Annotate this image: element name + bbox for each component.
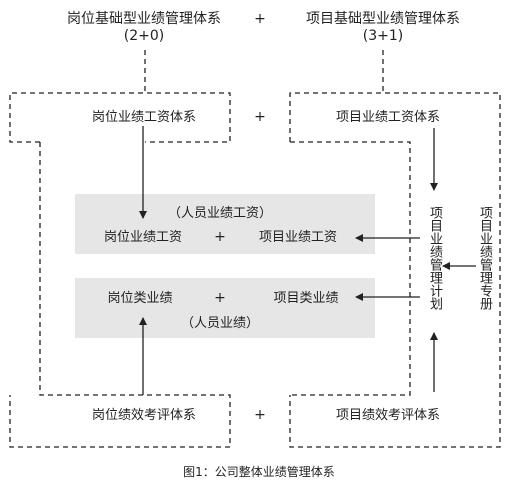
top-plus-sign: +: [254, 11, 266, 27]
performance-box-right-label: 项目类业绩: [273, 291, 339, 306]
right-evaluation-system-label: 项目绩效考评体系: [335, 408, 440, 423]
wage-box-left-label: 岗位业绩工资: [103, 230, 182, 245]
right-top-subtitle: (3+1): [362, 28, 404, 44]
right-inner-frame: [290, 141, 411, 396]
left-top-title: 岗位基础型业绩管理体系: [67, 11, 221, 27]
figure-caption: 图1：公司整体业绩管理体系: [183, 465, 335, 479]
performance-box-left-label: 岗位类业绩: [107, 291, 173, 306]
right-top-title: 项目基础型业绩管理体系: [306, 11, 460, 27]
left-wage-system-frame: [9, 92, 231, 143]
performance-box-plus-sign: +: [214, 290, 226, 306]
left-wage-system-label: 岗位业绩工资体系: [91, 110, 196, 125]
performance-box-background: [75, 278, 375, 338]
performance-box-caption: （人员业绩）: [180, 316, 259, 331]
left-top-subtitle: (2+0): [123, 28, 165, 44]
right-wage-system-frame: [289, 92, 501, 448]
project-performance-special-label: 项目业绩管理专册: [477, 206, 492, 310]
wage-box-caption: （人员业绩工资）: [167, 206, 272, 221]
left-inner-frame: [9, 142, 231, 448]
bottom-plus-sign: +: [254, 407, 266, 423]
left-evaluation-system-label: 岗位绩效考评体系: [91, 408, 196, 423]
project-performance-plan-label: 项目业绩管理计划: [427, 206, 442, 310]
row1-plus-sign: +: [254, 109, 266, 125]
right-wage-system-label: 项目业绩工资体系: [335, 110, 440, 125]
wage-box-right-label: 项目业绩工资: [258, 230, 337, 245]
wage-box-plus-sign: +: [214, 229, 226, 245]
wage-box-background: [75, 194, 375, 254]
